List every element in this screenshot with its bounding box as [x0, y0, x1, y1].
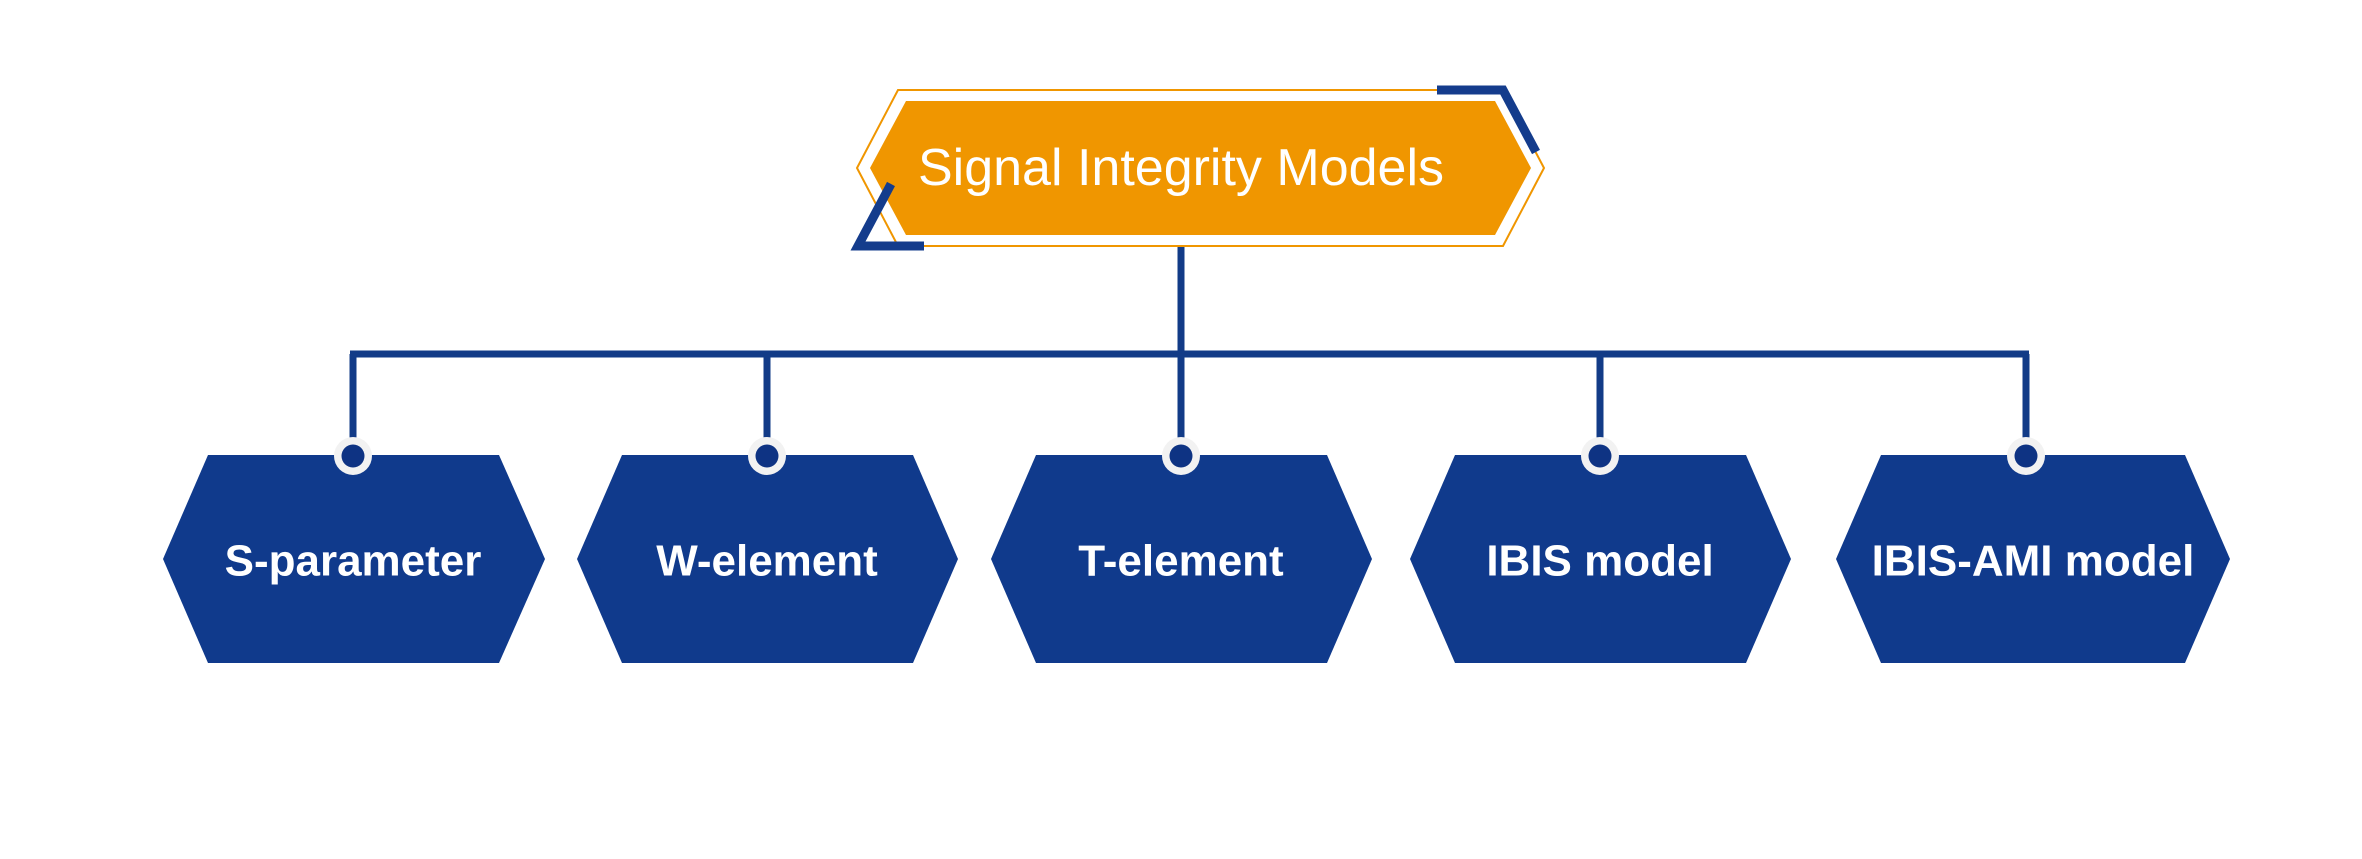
connector-dot-inner-2: [755, 444, 779, 468]
child-node-label-2: W-element: [656, 537, 878, 586]
root-node-label: Signal Integrity Models: [918, 139, 1444, 197]
child-node-t-element[interactable]: T-element: [991, 437, 1372, 663]
root-node-signal-integrity-models[interactable]: Signal Integrity Models: [850, 85, 1546, 251]
child-node-label-3: T-element: [1078, 537, 1284, 586]
connector-dot-inner-3: [1169, 444, 1193, 468]
child-node-label-5: IBIS-AMI model: [1872, 537, 2195, 586]
child-hexagon-shape-1: [163, 455, 545, 663]
root-white-ring: [859, 92, 1542, 244]
connector-dot-inner-5: [2014, 444, 2038, 468]
root-hexagon-shape: [870, 101, 1531, 235]
child-node-label-1: S-parameter: [225, 537, 482, 586]
connector-dot-inner-4: [1588, 444, 1612, 468]
child-node-ibis-model[interactable]: IBIS model: [1410, 437, 1791, 663]
child-hexagon-shape-4: [1410, 455, 1791, 663]
child-node-w-element[interactable]: W-element: [577, 437, 958, 663]
connector-dot-inner-1: [341, 444, 365, 468]
child-node-label-4: IBIS model: [1486, 537, 1713, 586]
child-hexagon-shape-2: [577, 455, 958, 663]
root-accent-bottom-left: [850, 181, 924, 251]
child-hexagon-shape-5: [1836, 455, 2230, 663]
child-node-s-parameter[interactable]: S-parameter: [163, 437, 545, 663]
child-node-ibis-ami-model[interactable]: IBIS-AMI model: [1836, 437, 2230, 663]
child-hexagon-shape-3: [991, 455, 1372, 663]
connector-lines: [349, 245, 2030, 458]
root-accent-top-right: [1437, 85, 1540, 155]
